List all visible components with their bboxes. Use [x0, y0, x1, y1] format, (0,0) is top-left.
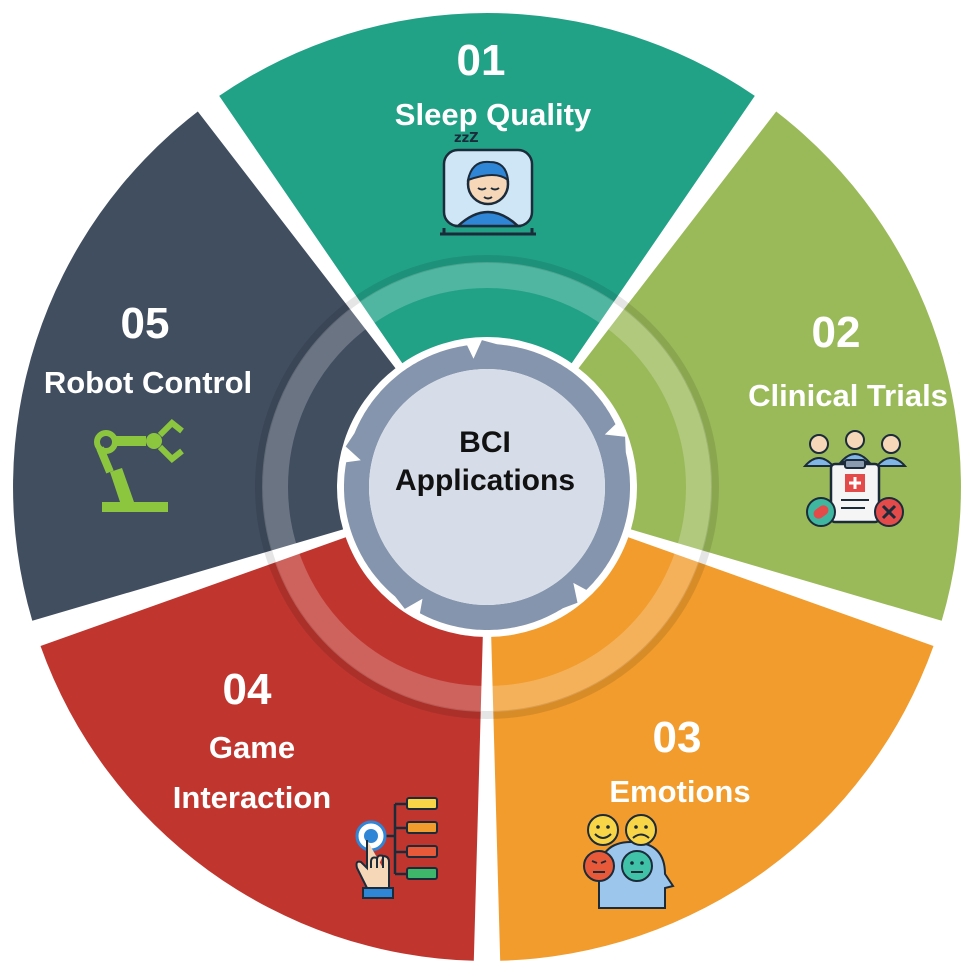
ring-shadow [255, 255, 719, 719]
emotions-faces-icon [583, 814, 675, 909]
segment-shape-robot-control [13, 111, 396, 621]
segment-emotions: 03 Emotions [491, 537, 934, 961]
touch-game-icon [355, 797, 438, 899]
sleeping-person-icon: zzZ [440, 131, 536, 236]
segment-robot-control: 05 Robot Control [13, 111, 396, 621]
center-title-line-2: Applications [395, 464, 575, 497]
center-title-line-1: BCI [459, 426, 511, 459]
robot-arm-icon [94, 418, 184, 512]
segment-game-interaction: 04 Game Interaction [40, 537, 483, 961]
segment-number-04: 04 [223, 665, 272, 714]
center-hub: BCI Applications [344, 340, 630, 630]
center-disc [369, 369, 605, 605]
segment-title-robot-control: Robot Control [44, 365, 252, 400]
segment-title-sleep-quality: Sleep Quality [395, 97, 592, 132]
svg-text:zzZ: zzZ [454, 131, 479, 146]
translucent-ring [262, 262, 712, 712]
segment-title-emotions: Emotions [609, 774, 750, 809]
segment-number-01: 01 [457, 36, 506, 85]
clinical-trial-icon [802, 430, 908, 527]
segment-title-game-line-2: Interaction [173, 780, 331, 815]
segment-sleep-quality: 01 Sleep Quality zzZ [219, 12, 755, 364]
segment-title-game-line-1: Game [209, 730, 295, 765]
segment-clinical-trials: 02 Clinical Trials [578, 111, 961, 621]
segment-title-clinical-trials: Clinical Trials [748, 378, 948, 413]
segment-number-03: 03 [653, 713, 702, 762]
segment-number-05: 05 [121, 299, 170, 348]
segment-number-02: 02 [812, 308, 861, 357]
